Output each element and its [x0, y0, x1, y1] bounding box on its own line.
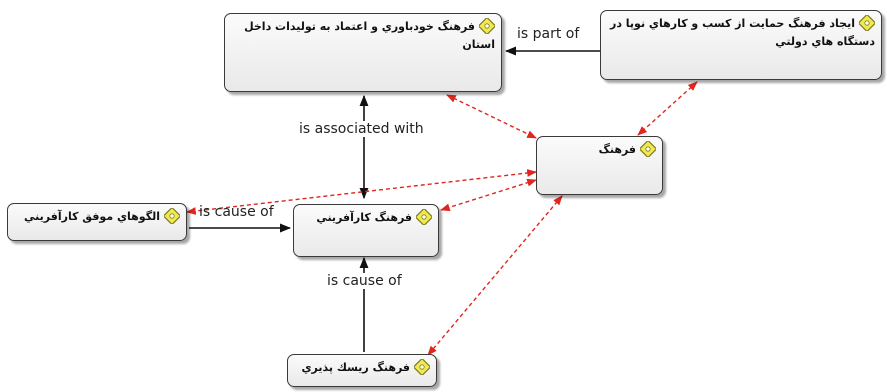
node-risk-taking-culture[interactable]: فرهنگ ريسك پذيري — [287, 354, 437, 387]
concept-diamond-icon — [477, 16, 497, 36]
node-support-youth-businesses[interactable]: ايجاد فرهنگ حمايت از كسب و كارهاي نوپا د… — [600, 10, 882, 80]
concept-diamond-icon — [412, 357, 432, 377]
node-successful-role-models[interactable]: الگوهاي موفق كارآفريني — [7, 203, 187, 241]
dashed-link-self-confidence — [446, 94, 537, 139]
dashed-link-entrepreneurship — [440, 178, 537, 212]
dashed-link-risk-taking — [427, 195, 563, 356]
edge-label-is-part-of: is part of — [515, 26, 582, 42]
edge-label-is-associated-with: is associated with — [297, 121, 426, 137]
node-label: فرهنگ خودباوري و اعتماد به توليدات داخل … — [244, 20, 495, 51]
node-label: فرهنگ كارآفريني — [316, 211, 412, 224]
dashed-link-role-models — [186, 169, 537, 215]
node-entrepreneurship-culture[interactable]: فرهنگ كارآفريني — [293, 204, 439, 257]
edge-label-is-cause-of-models: is cause of — [199, 204, 274, 220]
node-culture[interactable]: فرهنگ — [536, 136, 663, 195]
node-label: الگوهاي موفق كارآفريني — [24, 210, 160, 223]
concept-diamond-icon — [638, 139, 658, 159]
node-self-confidence-culture[interactable]: فرهنگ خودباوري و اعتماد به توليدات داخل … — [224, 13, 502, 92]
dashed-link-support-youth — [637, 81, 698, 136]
concept-diamond-icon — [857, 13, 877, 33]
node-label: فرهنگ — [598, 143, 636, 156]
node-label: فرهنگ ريسك پذيري — [301, 361, 410, 374]
concept-diamond-icon — [414, 207, 434, 227]
concept-diamond-icon — [162, 206, 182, 226]
node-label: ايجاد فرهنگ حمايت از كسب و كارهاي نوپا د… — [609, 17, 875, 48]
edge-label-is-cause-of-risk: is cause of — [325, 273, 404, 289]
